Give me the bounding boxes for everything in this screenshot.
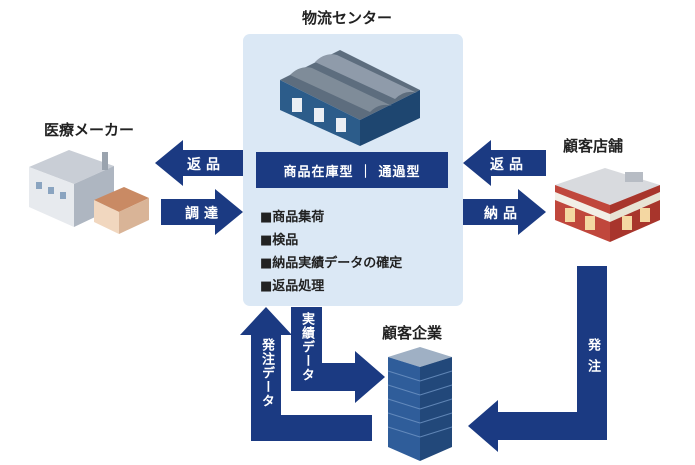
factory-icon: [29, 150, 149, 234]
arrow-store-return: [463, 140, 546, 186]
office-building-icon: [387, 347, 453, 461]
arrow-order-from-store: [468, 266, 607, 452]
task-item: ■検品: [260, 233, 299, 248]
arrow-store-deliver: [463, 189, 546, 235]
store-return-label: 返品: [490, 157, 528, 173]
company-title: 顧客企業: [382, 324, 443, 342]
store-icon: [555, 168, 660, 242]
order-label: 発注: [585, 338, 600, 380]
arrow-actual-data: [291, 307, 385, 403]
store-deliver-label: 納品: [484, 206, 522, 222]
task-item: ■商品集荷: [260, 210, 325, 225]
warehouse-icon: [280, 50, 420, 146]
arrow-maker-return: [155, 140, 243, 186]
actual-data-label: 実績データ: [299, 312, 314, 382]
center-type-band: 商品在庫型 ｜ 通過型: [256, 152, 448, 188]
task-item: ■納品実績データの確定: [260, 256, 403, 271]
store-title: 顧客店舗: [563, 137, 624, 155]
maker-return-label: 返品: [187, 157, 225, 173]
maker-title: 医療メーカー: [44, 121, 135, 139]
arrow-maker-procure: [161, 189, 243, 235]
arrow-order-data: [240, 307, 372, 441]
task-item: ■返品処理: [260, 279, 325, 294]
maker-procure-label: 調達: [185, 206, 223, 222]
logistics-center-title: 物流センター: [302, 9, 393, 27]
order-data-label: 発注データ: [259, 338, 274, 408]
